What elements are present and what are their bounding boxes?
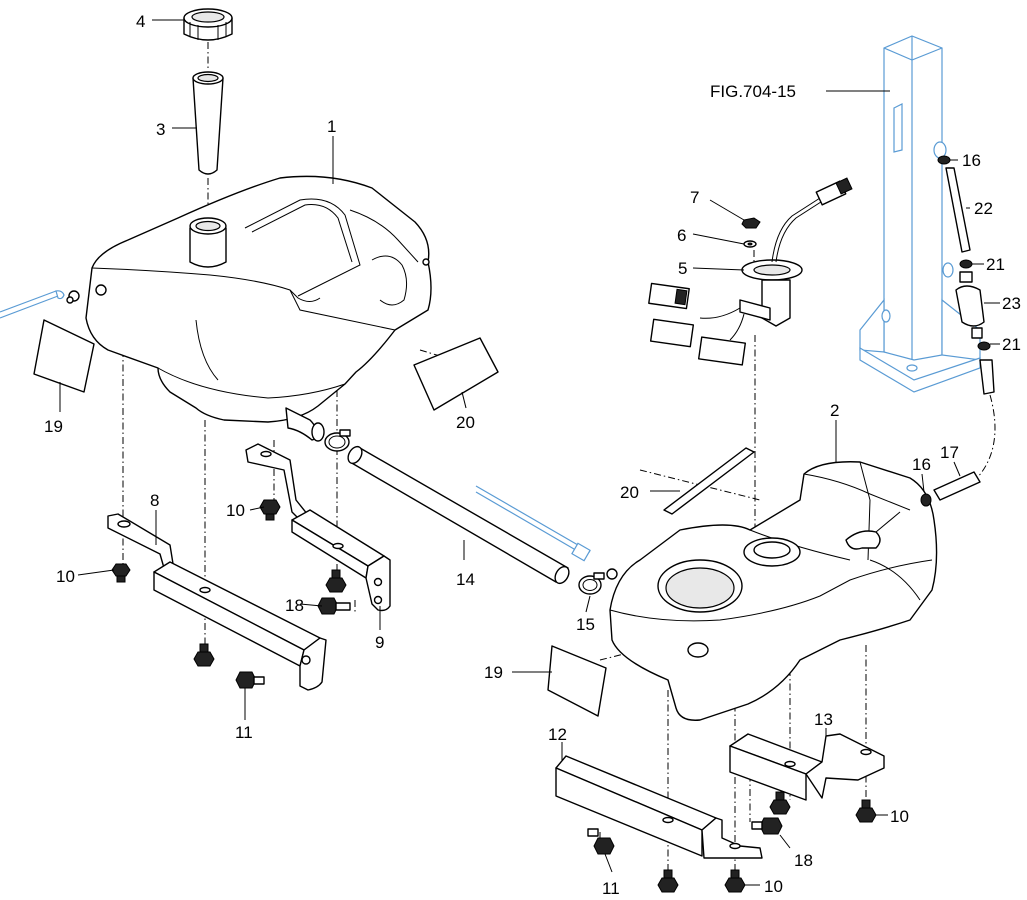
left-fuel-tank	[85, 175, 432, 442]
callout-10-c: 10	[890, 807, 909, 826]
bolt-10-d	[193, 643, 215, 667]
nut-and-washer	[741, 217, 761, 248]
callout-23: 23	[1002, 294, 1021, 313]
callout-8: 8	[150, 491, 159, 510]
callout-14: 14	[456, 570, 475, 589]
callout-9: 9	[375, 633, 384, 652]
bolt-10-f	[855, 799, 877, 823]
callout-16-right: 16	[912, 455, 931, 474]
callout-11-right: 11	[602, 879, 620, 898]
bolt-10-a	[111, 563, 131, 583]
callout-15: 15	[576, 615, 595, 634]
callout-19-right: 19	[484, 663, 503, 682]
leader-lines	[59, 19, 1000, 886]
left-bracket-9	[245, 443, 391, 612]
callout-6: 6	[677, 226, 686, 245]
callout-10-d: 10	[764, 877, 783, 896]
left-bolts	[111, 499, 351, 689]
bolt-10-g	[657, 869, 679, 893]
callout-17: 17	[940, 443, 959, 462]
right-bracket-12	[555, 755, 763, 859]
right-fuel-tank	[609, 461, 938, 721]
callout-1: 1	[327, 117, 336, 136]
callout-22: 22	[974, 199, 993, 218]
callout-13: 13	[814, 710, 833, 729]
callout-10-b: 10	[56, 567, 75, 586]
callout-16-top: 16	[962, 151, 981, 170]
bolt-11-b	[587, 828, 615, 855]
connecting-tube	[347, 445, 618, 585]
callout-2: 2	[830, 401, 839, 420]
figure-reference: FIG.704-15	[710, 82, 796, 101]
bolt-18-b	[751, 817, 783, 835]
bolt-10-c	[325, 569, 347, 593]
callout-18-left: 18	[285, 596, 304, 615]
fuel-cap	[183, 8, 233, 41]
callout-4: 4	[136, 12, 145, 31]
fuel-line-filter	[920, 155, 995, 507]
right-bolts	[587, 791, 877, 893]
frame-column	[859, 35, 981, 393]
label-sheet-lower-right	[547, 645, 607, 717]
left-vent-hose	[0, 290, 80, 319]
hose-clamps	[324, 429, 605, 595]
callout-19-left: 19	[44, 417, 63, 436]
label-sheet-left	[33, 319, 95, 393]
callout-12: 12	[548, 725, 567, 744]
callout-11-left: 11	[235, 723, 253, 742]
bolt-11-a	[235, 671, 265, 689]
callout-18-right: 18	[794, 851, 813, 870]
callout-21-bottom: 21	[1002, 335, 1021, 354]
right-bracket-13	[729, 733, 885, 801]
callout-7: 7	[690, 188, 699, 207]
left-bracket-8	[107, 513, 327, 691]
callout-5: 5	[678, 259, 687, 278]
callout-10-a: 10	[226, 501, 245, 520]
callout-21-top: 21	[986, 255, 1005, 274]
label-sheet-right-upper	[413, 337, 499, 411]
fuel-sender-unit	[648, 177, 853, 366]
callout-20-right: 20	[620, 483, 639, 502]
bolt-10-b	[259, 499, 281, 521]
callout-labels: 4 3 1 FIG.704-15 7 6 5 16 22 21 23 21 19…	[44, 12, 1021, 898]
label-sheet-diamond	[663, 447, 755, 515]
filler-neck	[192, 71, 224, 175]
bolt-10-h	[724, 869, 746, 893]
callout-3: 3	[156, 120, 165, 139]
bolt-18-a	[317, 597, 351, 615]
callout-20-left: 20	[456, 413, 475, 432]
bolt-10-e	[769, 791, 791, 815]
